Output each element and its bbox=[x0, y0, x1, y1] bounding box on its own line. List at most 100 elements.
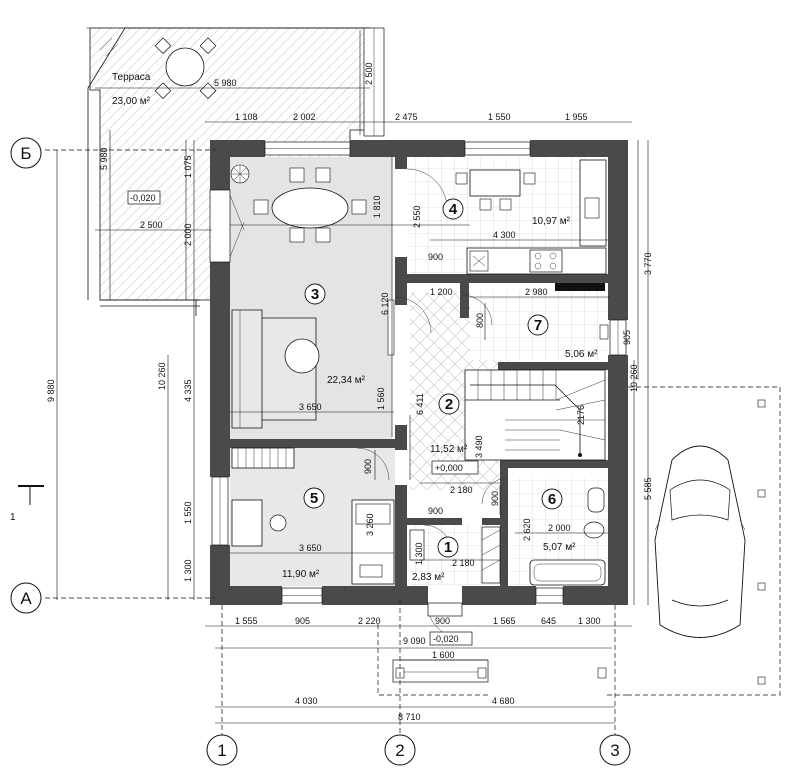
svg-text:2 620: 2 620 bbox=[522, 518, 532, 541]
svg-text:1 955: 1 955 bbox=[565, 112, 588, 122]
svg-text:905: 905 bbox=[295, 616, 310, 626]
bathtub-icon bbox=[529, 559, 606, 586]
sink-icon bbox=[583, 521, 605, 539]
axis-marker-B: Б bbox=[10, 137, 42, 169]
svg-text:3 260: 3 260 bbox=[365, 513, 375, 536]
svg-text:2 220: 2 220 bbox=[358, 616, 381, 626]
svg-text:5 980: 5 980 bbox=[99, 147, 109, 170]
svg-text:2: 2 bbox=[395, 741, 404, 760]
svg-text:2: 2 bbox=[445, 396, 453, 413]
svg-text:А: А bbox=[20, 589, 32, 608]
svg-text:2 000: 2 000 bbox=[183, 223, 193, 246]
shower-icon bbox=[481, 526, 501, 584]
room-7-marker: 7 bbox=[527, 314, 549, 336]
room-4-marker: 4 bbox=[442, 198, 464, 220]
svg-text:4 680: 4 680 bbox=[492, 696, 515, 706]
svg-text:900: 900 bbox=[428, 252, 443, 262]
svg-text:2 500: 2 500 bbox=[364, 62, 374, 85]
svg-text:1 565: 1 565 bbox=[493, 616, 516, 626]
desk-icon bbox=[231, 499, 263, 547]
interior-walls bbox=[230, 157, 608, 586]
entrance-level-box bbox=[429, 631, 473, 646]
windows bbox=[209, 141, 627, 604]
svg-text:5 585: 5 585 bbox=[643, 477, 653, 500]
svg-text:3 650: 3 650 bbox=[299, 543, 322, 553]
room-labels: 4 3 7 2 5 6 1 bbox=[303, 198, 563, 558]
svg-text:9 090: 9 090 bbox=[403, 636, 426, 646]
axis-marker-3: 3 bbox=[599, 734, 631, 766]
svg-text:6 120: 6 120 bbox=[380, 292, 390, 315]
sofa-icon bbox=[231, 309, 317, 429]
svg-text:2 180: 2 180 bbox=[452, 558, 475, 568]
wardrobe-icon bbox=[231, 447, 295, 469]
floor-level-box bbox=[431, 460, 479, 475]
svg-text:1 300: 1 300 bbox=[414, 542, 424, 565]
svg-text:1 200: 1 200 bbox=[430, 287, 453, 297]
svg-text:6 411: 6 411 bbox=[415, 393, 425, 415]
svg-text:645: 645 bbox=[541, 616, 556, 626]
svg-text:1 550: 1 550 bbox=[488, 112, 511, 122]
svg-text:1 810: 1 810 bbox=[372, 195, 382, 218]
room-areas: 10,97 м² 22,34 м² 5,06 м² 11,52 м² 11,90… bbox=[282, 216, 598, 583]
kitchen-table-icon bbox=[469, 169, 521, 197]
svg-text:1 555: 1 555 bbox=[235, 616, 258, 626]
porch bbox=[392, 659, 607, 683]
parking bbox=[377, 386, 781, 696]
svg-text:3 770: 3 770 bbox=[643, 252, 653, 275]
svg-text:1 108: 1 108 bbox=[235, 112, 258, 122]
svg-text:3: 3 bbox=[610, 741, 619, 760]
svg-text:1: 1 bbox=[10, 512, 16, 523]
svg-text:1 075: 1 075 bbox=[183, 155, 193, 178]
svg-text:Б: Б bbox=[20, 144, 31, 163]
svg-text:10 260: 10 260 bbox=[157, 362, 167, 390]
svg-text:4 300: 4 300 bbox=[493, 230, 516, 240]
svg-text:3 650: 3 650 bbox=[299, 402, 322, 412]
dimension-lines bbox=[56, 30, 649, 724]
svg-text:1 300: 1 300 bbox=[578, 616, 601, 626]
stairs bbox=[464, 369, 606, 461]
terrace-name: Терраса bbox=[112, 72, 151, 83]
floor-level: +0,000 bbox=[435, 463, 463, 473]
svg-text:4 030: 4 030 bbox=[295, 696, 318, 706]
svg-text:1 550: 1 550 bbox=[183, 501, 193, 524]
svg-text:800: 800 bbox=[475, 313, 485, 328]
car-icon bbox=[654, 445, 746, 638]
svg-text:2 000: 2 000 bbox=[548, 523, 571, 533]
tv-unit-icon bbox=[387, 299, 395, 356]
room-6-marker: 6 bbox=[541, 488, 563, 510]
terrace-table-icon bbox=[154, 37, 217, 99]
coffee-table-icon bbox=[284, 338, 320, 374]
svg-text:2176: 2176 bbox=[576, 405, 586, 425]
room-5-marker: 5 bbox=[303, 487, 325, 509]
svg-text:905: 905 bbox=[622, 330, 632, 345]
axis-marker-1: 1 bbox=[206, 734, 238, 766]
room-5-area: 11,90 м² bbox=[282, 569, 320, 580]
dimension-text: 1 108 2 002 2 475 1 550 1 955 5 980 2 50… bbox=[46, 62, 653, 722]
entrance-level: -0,020 bbox=[433, 634, 459, 644]
toilet-icon bbox=[587, 487, 605, 513]
exterior-walls bbox=[210, 140, 628, 605]
room-1-area: 2,83 м² bbox=[412, 572, 445, 583]
room-2-area: 11,52 м² bbox=[430, 444, 468, 455]
room-3-area: 22,34 м² bbox=[327, 375, 366, 386]
kitchen-furniture bbox=[455, 159, 607, 275]
room7-fixtures bbox=[555, 283, 609, 340]
svg-text:3 490: 3 490 bbox=[474, 435, 484, 458]
bath-fixtures bbox=[409, 487, 606, 586]
svg-text:2 980: 2 980 bbox=[525, 287, 548, 297]
axis-marker-A: А bbox=[10, 582, 42, 614]
svg-text:4 335: 4 335 bbox=[183, 379, 193, 402]
svg-text:2 475: 2 475 bbox=[395, 112, 418, 122]
parking-markers bbox=[757, 399, 766, 685]
svg-text:7: 7 bbox=[534, 317, 542, 334]
room-7-area: 5,06 м² bbox=[565, 349, 598, 360]
svg-text:900: 900 bbox=[363, 459, 373, 474]
terrace-level: -0,020 bbox=[130, 193, 156, 203]
svg-text:1 600: 1 600 bbox=[432, 650, 455, 660]
svg-text:900: 900 bbox=[428, 506, 443, 516]
terrace-level-box bbox=[127, 190, 161, 205]
svg-text:1 560: 1 560 bbox=[376, 387, 386, 410]
svg-text:5: 5 bbox=[310, 490, 318, 507]
wc-sink-icon bbox=[409, 529, 425, 561]
